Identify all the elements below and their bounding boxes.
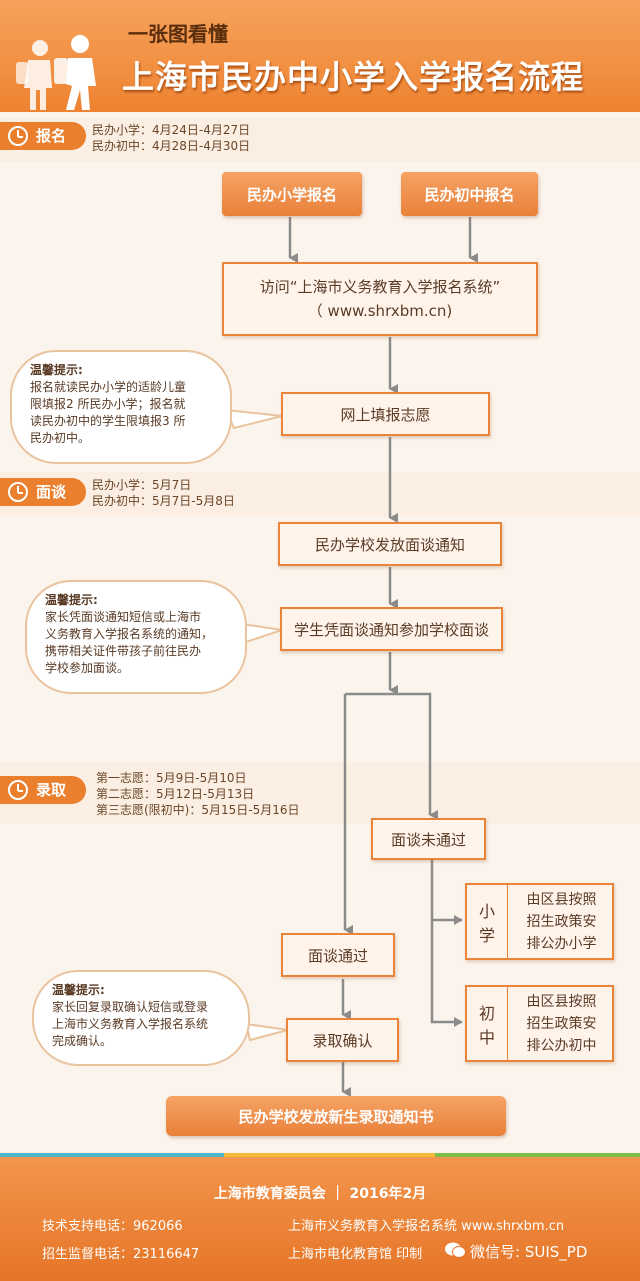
signup-band: [0, 118, 640, 162]
footer-publisher: 上海市电化教育馆 印制: [288, 1247, 423, 1262]
signup-stage-tag: 报名: [0, 122, 86, 150]
tip-bubble-interview: 温馨提示: 家长凭面谈通知短信或上海市 义务教育入学报名系统的通知， 携带相关证…: [25, 580, 247, 694]
fill-online-box: 网上填报志愿: [281, 392, 490, 436]
visit-system-box: 访问“上海市义务教育入学报名系统” （ www.shrxbm.cn): [222, 262, 538, 336]
header-banner: 一张图看懂 上海市民办中小学入学报名流程: [0, 0, 640, 112]
admission-date-third: 第三志愿(限初中)：5月15日-5月16日: [96, 803, 300, 817]
clock-icon: [8, 780, 28, 800]
footer-system-url: 上海市义务教育入学报名系统 www.shrxbm.cn: [288, 1219, 565, 1234]
walking-children-icon: [16, 35, 96, 110]
color-divider: [0, 1153, 640, 1157]
public-primary-box: 小 学 由区县按照 招生政策安 排公办小学: [465, 883, 614, 960]
public-middle-box: 初 中 由区县按照 招生政策安 排公办初中: [465, 985, 614, 1062]
interview-date-primary: 民办小学：5月7日: [92, 478, 192, 492]
admission-stage-tag: 录取: [0, 776, 86, 804]
primary-assign-text: 由区县按照 招生政策安 排公办小学: [526, 891, 597, 952]
tip-title: 温馨提示:: [52, 983, 105, 997]
tip-bubble-confirm: 温馨提示: 家长回复录取确认短信或登录 上海市义务教育入学报名系统 完成确认。: [32, 970, 250, 1066]
admission-date-second: 第二志愿：5月12日-5月13日: [96, 787, 255, 801]
tip-bubble-signup: 温馨提示: 报名就读民办小学的适龄儿童 限填报2 所民办小学；报名就 读民办初中…: [10, 350, 232, 464]
footer-org: 上海市教育委员会 ｜ 2016年2月: [213, 1186, 427, 1202]
header-subtitle: 一张图看懂: [128, 22, 228, 46]
signup-stage-label: 报名: [36, 127, 67, 145]
footer-wechat-id: 微信号: SUIS_PD: [470, 1243, 588, 1261]
attend-interview-box: 学生凭面谈通知参加学校面谈: [280, 607, 503, 651]
system-url: （ www.shrxbm.cn): [307, 302, 453, 320]
interview-stage-label: 面谈: [36, 483, 67, 501]
page-title: 上海市民办中小学入学报名流程: [122, 58, 585, 96]
signup-dates: 民办小学：4月24日-4月27日 民办初中：4月28日-4月30日: [92, 122, 250, 154]
visit-system-title: 访问“上海市义务教育入学报名系统”: [259, 278, 501, 296]
admission-letter-box: 民办学校发放新生录取通知书: [166, 1096, 506, 1136]
footer-tech-phone: 技术支持电话：962066: [42, 1219, 183, 1234]
clock-icon: [8, 482, 28, 502]
admission-dates: 第一志愿：5月9日-5月10日 第二志愿：5月12日-5月13日 第三志愿(限初…: [96, 770, 300, 818]
interview-band: [0, 472, 640, 516]
signup-date-middle: 民办初中：4月28日-4月30日: [92, 139, 251, 153]
admission-date-first: 第一志愿：5月9日-5月10日: [96, 771, 247, 785]
interview-stage-tag: 面谈: [0, 478, 86, 506]
footer: 上海市教育委员会 ｜ 2016年2月 技术支持电话：962066 上海市义务教育…: [0, 1157, 640, 1281]
interview-passed-box: 面谈通过: [281, 933, 395, 977]
interview-failed-box: 面谈未通过: [371, 818, 486, 860]
footer-supervise-phone: 招生监督电话：23116647: [42, 1247, 200, 1262]
interview-date-middle: 民办初中：5月7日-5月8日: [92, 494, 235, 508]
primary-label: 小 学: [467, 885, 508, 958]
primary-signup-box: 民办小学报名: [222, 172, 362, 216]
interview-notice-box: 民办学校发放面谈通知: [278, 522, 502, 566]
admission-stage-label: 录取: [36, 781, 67, 799]
middle-assign-text: 由区县按照 招生政策安 排公办初中: [526, 993, 597, 1054]
middle-label: 初 中: [467, 987, 508, 1060]
tip-title: 温馨提示:: [45, 593, 98, 607]
admission-confirm-box: 录取确认: [286, 1018, 399, 1062]
interview-dates: 民办小学：5月7日 民办初中：5月7日-5月8日: [92, 477, 235, 509]
wechat-icon: [444, 1241, 466, 1259]
admission-band: [0, 762, 640, 824]
tip-title: 温馨提示:: [30, 363, 83, 377]
middle-signup-box: 民办初中报名: [401, 172, 538, 216]
clock-icon: [8, 126, 28, 146]
signup-date-primary: 民办小学：4月24日-4月27日: [92, 123, 251, 137]
